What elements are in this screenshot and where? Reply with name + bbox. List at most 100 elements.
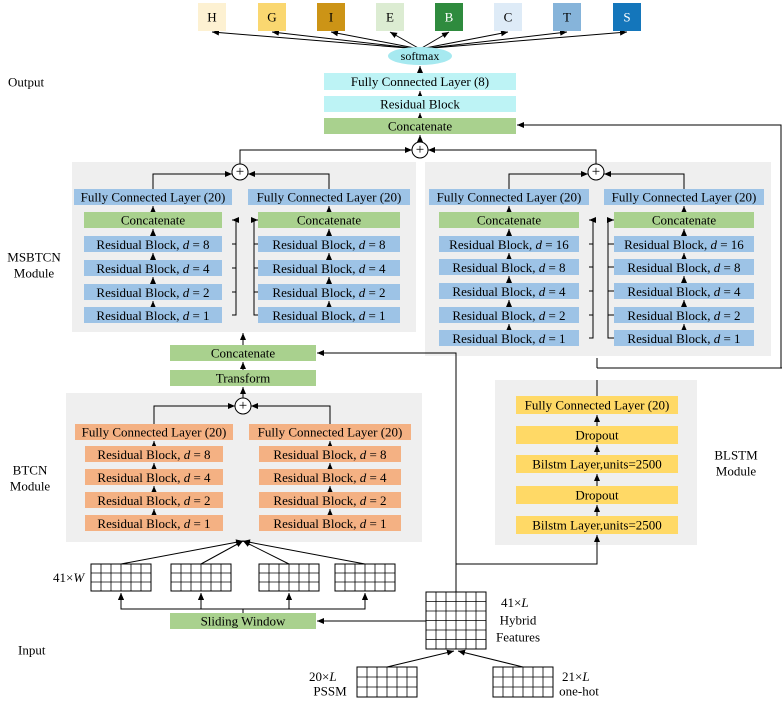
msbtcn-residual-label: Residual Block, d = 8 — [452, 260, 565, 275]
hybrid-dim-label: 41×L — [501, 595, 529, 610]
hybrid-features-matrix — [425, 591, 487, 650]
btcn-residual-block — [259, 446, 401, 462]
msbtcn-concat-label: Concatenate — [652, 213, 716, 228]
connector-line — [317, 350, 457, 564]
btcn-section-label: BTCN — [13, 463, 48, 478]
output-plus-node-symbol: + — [416, 142, 424, 158]
msbtcn-residual-label: Residual Block, d = 1 — [452, 331, 565, 346]
msbtcn-residual-block — [614, 236, 754, 252]
msbtcn-concatenate — [258, 212, 400, 228]
output-class-label: C — [504, 10, 513, 25]
msbtcn-residual-block — [614, 283, 754, 299]
transform-layer — [170, 370, 316, 386]
btcn-residual-block — [259, 515, 401, 531]
onehot-label: one-hot — [559, 684, 599, 699]
msbtcn-residual-label: Residual Block, d = 1 — [96, 308, 209, 323]
msbtcn-residual-block — [439, 236, 579, 252]
connector-line — [242, 539, 366, 565]
msbtcn-residual-block — [439, 259, 579, 275]
msbtcn-fc-label: Fully Connected Layer (20) — [437, 190, 582, 205]
output-class-label: E — [386, 10, 394, 25]
msbtcn-concat-label: Concatenate — [297, 213, 361, 228]
blstm-section-label: BLSTM — [714, 448, 758, 463]
connector-line — [589, 217, 596, 339]
msbtcn-residual-label: Residual Block, d = 4 — [627, 284, 741, 299]
msbtcn-residual-block — [84, 236, 222, 252]
output-fc-layer — [324, 73, 516, 90]
msbtcn-fc-label: Fully Connected Layer (20) — [612, 190, 757, 205]
btcn-section-label-2: Module — [10, 479, 51, 494]
output-class-c — [494, 3, 522, 31]
connector-line — [198, 593, 243, 610]
btcn-residual-label: Residual Block, d = 8 — [97, 447, 210, 462]
output-plus-node — [411, 141, 429, 159]
output-class-t — [553, 3, 581, 31]
btcn-residual-block — [85, 515, 223, 531]
btcn-residual-label: Residual Block, d = 4 — [97, 470, 211, 485]
msbtcn-concat-label: Concatenate — [121, 213, 185, 228]
blstm-layer-label: Dropout — [575, 428, 619, 443]
window-matrix — [90, 563, 152, 592]
connector-line — [607, 217, 614, 339]
output-residual-block — [324, 96, 516, 112]
msbtcn-fc-layer — [248, 189, 410, 205]
transform-label: Transform — [216, 371, 270, 386]
msbtcn-residual-label: Residual Block, d = 1 — [627, 331, 740, 346]
msbtcn-residual-label: Residual Block, d = 16 — [624, 237, 744, 252]
output-class-label: S — [623, 10, 630, 25]
btcn-fc-layer — [249, 424, 411, 440]
output-concatenate — [324, 118, 516, 134]
output-class-label: B — [445, 10, 454, 25]
blstm-layer-label: Fully Connected Layer (20) — [525, 398, 670, 413]
connector-line — [152, 171, 232, 189]
connector-line — [428, 147, 597, 164]
btcn-plus-node-symbol: + — [239, 398, 247, 414]
connector-line — [118, 593, 244, 613]
msbtcn-residual-block — [258, 260, 400, 276]
softmax-to-class-arrow — [419, 29, 568, 50]
blstm-layer — [516, 516, 678, 534]
btcn-residual-label: Residual Block, d = 1 — [97, 516, 210, 531]
blstm-layer-label: Dropout — [575, 488, 619, 503]
connector-line — [455, 535, 600, 592]
softmax-to-class-arrow — [419, 30, 509, 50]
btcn-residual-block — [259, 469, 401, 485]
output-class-label: T — [563, 10, 571, 25]
msbtcn-concatenate — [439, 212, 579, 228]
msbtcn-residual-block — [258, 284, 400, 300]
onehot-matrix — [492, 666, 554, 698]
connector-line — [243, 593, 368, 610]
msbtcn-residual-block — [258, 307, 400, 323]
output-residual-label: Residual Block — [380, 97, 460, 112]
connector-line — [386, 649, 455, 668]
hybrid-label-2: Features — [496, 630, 540, 645]
btcn-fc-label: Fully Connected Layer (20) — [82, 425, 227, 440]
msbtcn-concat-label: Concatenate — [477, 213, 541, 228]
softmax-to-class-arrow — [271, 29, 421, 50]
blstm-layer — [516, 396, 678, 414]
blstm-section-label-2: Module — [716, 464, 757, 479]
msbtcn-residual-block — [84, 307, 222, 323]
btcn-residual-block — [85, 469, 223, 485]
connector-line — [200, 540, 244, 565]
msbtcn-fc-layer — [604, 189, 764, 205]
sliding-window-label: Sliding Window — [201, 614, 286, 629]
output-class-label: I — [329, 10, 333, 25]
btcn-residual-block — [85, 492, 223, 508]
msbtcn-residual-block — [258, 236, 400, 252]
msbtcn-left-plus-node — [231, 163, 249, 181]
output-section-label: Output — [8, 75, 45, 90]
input-section-label: Input — [18, 643, 46, 658]
output-class-g — [258, 3, 286, 31]
middle-concatenate — [170, 345, 316, 361]
msbtcn-residual-label: Residual Block, d = 8 — [272, 237, 385, 252]
btcn-plus-node — [234, 397, 252, 415]
blstm-layer — [516, 455, 678, 473]
output-class-i — [317, 3, 345, 31]
msbtcn-residual-label: Residual Block, d = 4 — [96, 261, 210, 276]
msbtcn-concatenate — [614, 212, 754, 228]
connector-line — [242, 540, 290, 565]
msbtcn-residual-block — [439, 307, 579, 323]
output-fc-label: Fully Connected Layer (8) — [351, 74, 489, 89]
